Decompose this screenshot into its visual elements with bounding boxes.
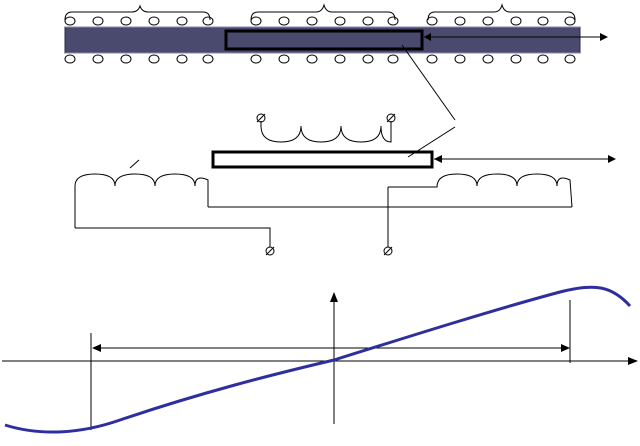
terminal-slash xyxy=(256,113,266,123)
winding-turn xyxy=(537,16,549,26)
winding-turn xyxy=(92,16,104,26)
winding-turn xyxy=(120,16,132,26)
winding-turn xyxy=(176,54,188,64)
winding-turn xyxy=(176,16,188,26)
arrow-icon xyxy=(92,344,101,352)
core-rod xyxy=(224,29,424,51)
winding-turn xyxy=(202,54,214,64)
winding-turn xyxy=(454,54,466,64)
winding-turn xyxy=(202,16,214,26)
winding-turn xyxy=(306,54,318,64)
winding-turn xyxy=(564,54,576,64)
winding-turn xyxy=(426,54,438,64)
winding-turn xyxy=(278,54,290,64)
winding-turn xyxy=(278,16,290,26)
terminal-slash xyxy=(386,113,396,123)
terminal-icon xyxy=(256,113,266,123)
winding-turn xyxy=(564,16,576,26)
coil-icon xyxy=(388,173,573,208)
coil-icon xyxy=(260,121,392,143)
winding-turn xyxy=(454,16,466,26)
winding-turn xyxy=(334,54,346,64)
winding-turn xyxy=(387,16,399,26)
output-curve xyxy=(4,285,632,434)
brace-middle xyxy=(250,3,396,21)
winding-turn xyxy=(120,54,132,64)
winding-turn xyxy=(64,16,76,26)
coil-row-bottom xyxy=(64,54,576,64)
winding-turn xyxy=(537,54,549,64)
winding-turn xyxy=(64,54,76,64)
coil-row-top xyxy=(64,16,576,26)
lvdt-schematic xyxy=(74,113,616,256)
coil-tap-line xyxy=(129,159,140,169)
output-characteristic-plot xyxy=(2,285,638,434)
secondary-coil-right xyxy=(388,173,573,208)
schematic-core xyxy=(211,150,434,169)
winding-turn xyxy=(148,16,160,26)
winding-turn xyxy=(426,16,438,26)
winding-cross-section xyxy=(64,3,608,64)
secondary-coil-left xyxy=(74,159,209,228)
winding-turn xyxy=(362,16,374,26)
winding-turn xyxy=(482,16,494,26)
winding-turn xyxy=(148,54,160,64)
zoom-leader-line xyxy=(401,44,456,121)
terminal-slash xyxy=(383,246,393,256)
winding-turn xyxy=(510,16,522,26)
terminal-icon xyxy=(383,246,393,256)
winding-turn xyxy=(250,54,262,64)
winding-turn xyxy=(362,54,374,64)
coil-icon xyxy=(74,173,209,228)
winding-turn xyxy=(387,54,399,64)
winding-turn xyxy=(334,16,346,26)
winding-turn xyxy=(92,54,104,64)
primary-coil xyxy=(256,113,396,143)
arrow-icon xyxy=(608,155,616,163)
arrow-icon xyxy=(434,155,442,163)
winding-turn xyxy=(482,54,494,64)
arrow-icon xyxy=(561,344,570,352)
winding-turn xyxy=(250,16,262,26)
arrow-icon xyxy=(600,33,608,41)
winding-turn xyxy=(306,16,318,26)
arrow-icon xyxy=(330,292,338,302)
output-lead-left xyxy=(75,227,271,247)
arrow-icon xyxy=(628,357,638,365)
brace-left xyxy=(64,4,211,21)
terminal-icon xyxy=(265,246,275,256)
brace-right xyxy=(427,3,576,21)
winding-turn xyxy=(510,54,522,64)
terminal-icon xyxy=(386,113,396,123)
terminal-slash xyxy=(265,246,275,256)
arrow-icon xyxy=(424,33,431,41)
